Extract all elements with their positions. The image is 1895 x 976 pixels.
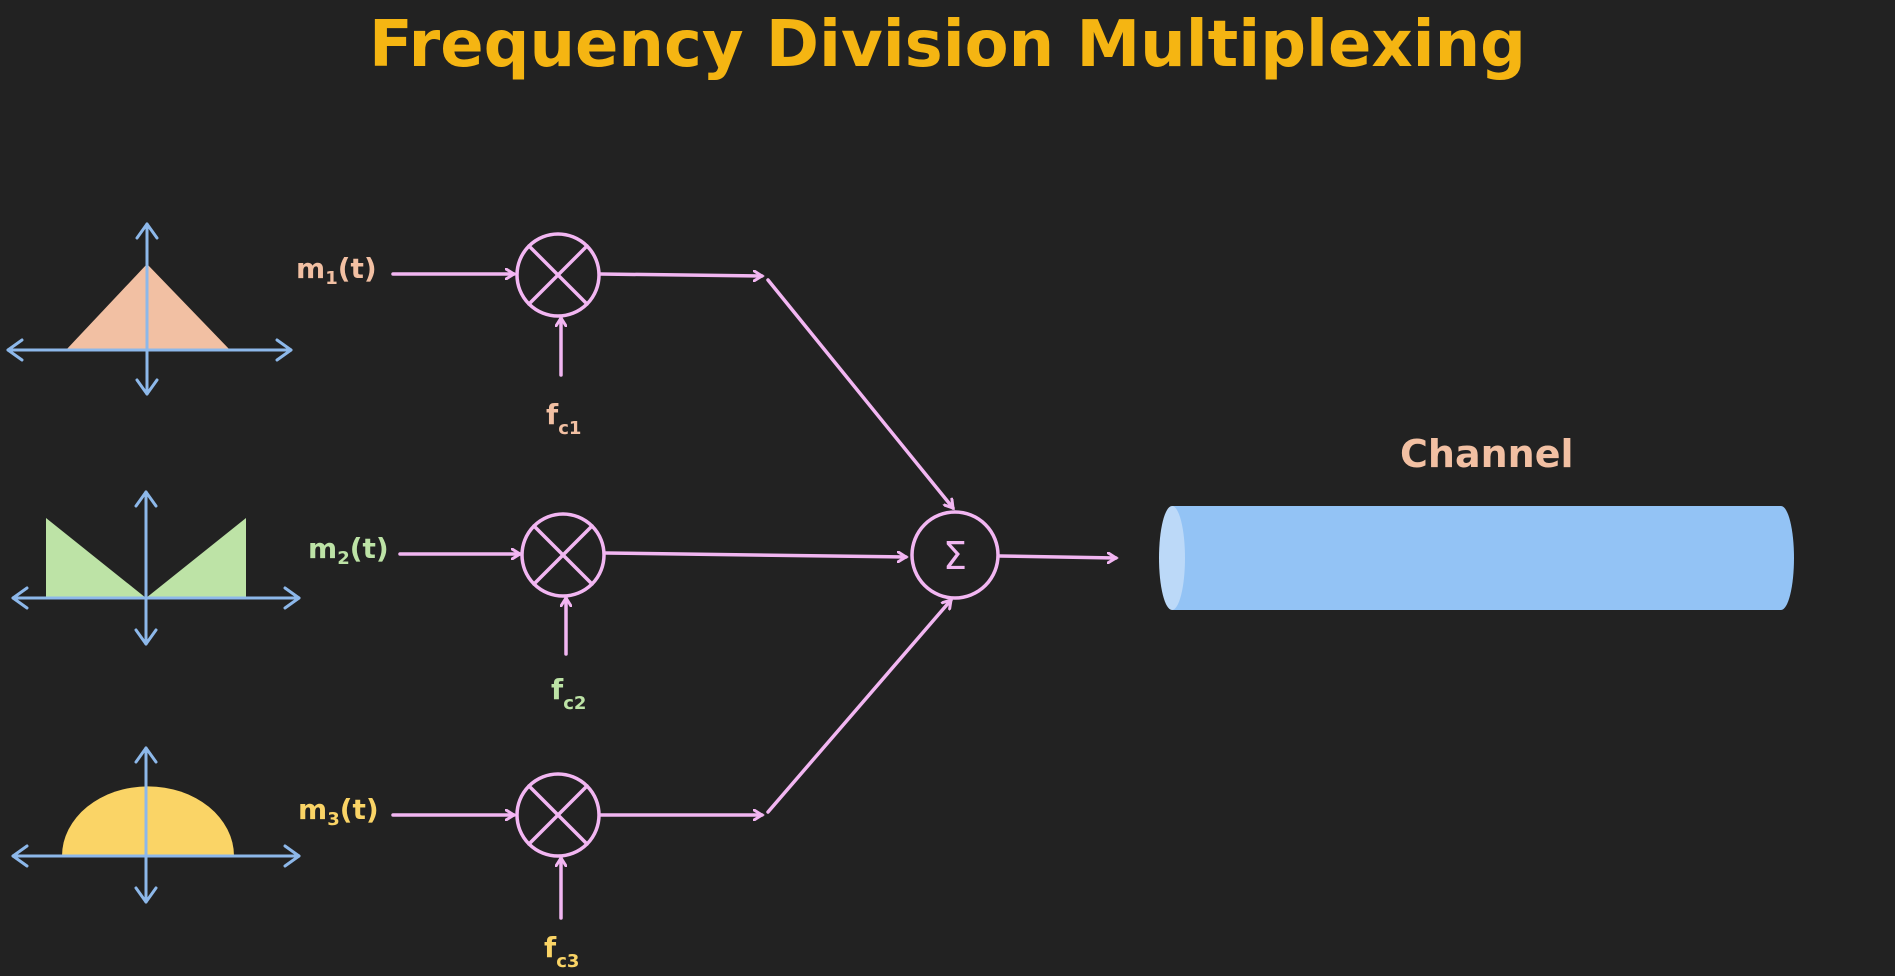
- carrier-label-3: fc3: [544, 931, 580, 972]
- carrier-label-2: fc2: [551, 673, 587, 714]
- spectrum-2: [11, 490, 301, 646]
- signal-label-1: m1(t): [296, 252, 377, 289]
- spectrum-3-axes: [11, 746, 301, 904]
- spectrum-1: [6, 222, 293, 396]
- signal-label-3: m3(t): [298, 793, 379, 830]
- summer-output-arrow: [998, 556, 1116, 558]
- summer-symbol: Σ: [943, 534, 967, 578]
- spectrum-1-axes: [6, 222, 293, 396]
- summer: [910, 510, 1000, 600]
- spectrum-2-right-ramp: [146, 518, 246, 598]
- output-2-arrow: [604, 553, 906, 557]
- channel-pipe-end: [1159, 506, 1185, 610]
- output-1-arrow: [598, 274, 762, 276]
- page-title: Frequency Division Multiplexing: [369, 8, 1526, 82]
- route-1-to-summer: [766, 278, 953, 508]
- spectrum-2-axes: [11, 490, 301, 646]
- channel-pipe: [1159, 506, 1794, 610]
- carrier-label-1: fc1: [546, 398, 582, 439]
- channel-label: Channel: [1400, 432, 1574, 476]
- route-3-to-summer: [766, 600, 951, 814]
- mixer-2-cross-b: [532, 524, 594, 586]
- signal-label-2: m2(t): [308, 532, 389, 569]
- wiring: [391, 232, 1116, 920]
- spectrum-2-left-ramp: [46, 518, 146, 598]
- spectrum-3: [11, 746, 301, 904]
- mixer-1-cross-b: [527, 244, 589, 306]
- spectrum-3-semicircle: [62, 786, 234, 856]
- channel-pipe-body: [1172, 506, 1794, 610]
- mixer-3-cross-b: [527, 784, 589, 846]
